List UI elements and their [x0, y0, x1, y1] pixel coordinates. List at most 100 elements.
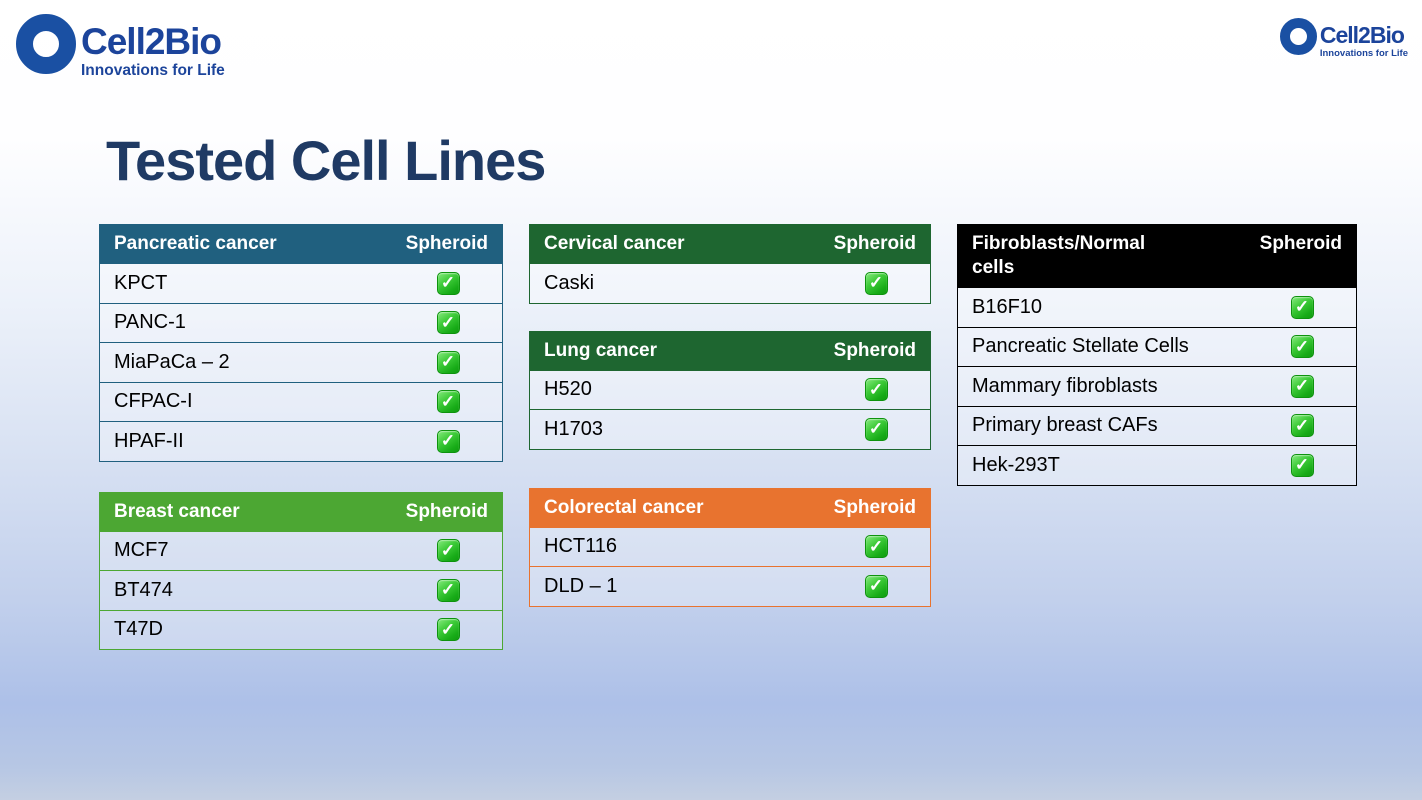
cell-line-name: B16F10 — [972, 295, 1043, 318]
spheroid-cell — [408, 390, 488, 414]
checkmark-icon — [864, 417, 888, 441]
spheroid-cell — [1262, 453, 1342, 477]
spheroid-cell — [408, 618, 488, 642]
checkmark-icon — [1290, 335, 1314, 359]
checkmark-icon — [436, 311, 460, 335]
logo-brand-text: Cell2Bio — [1319, 22, 1405, 48]
table-header-label: Colorectal cancer — [544, 496, 704, 518]
table-row: T47D — [100, 609, 502, 650]
checkmark-icon — [1290, 295, 1314, 319]
table-row: MCF7 — [100, 530, 502, 571]
checkmark-icon — [864, 535, 888, 559]
checkmark-icon — [1290, 453, 1314, 477]
spheroid-cell — [408, 350, 488, 374]
cell2bio-o-icon — [1279, 18, 1317, 55]
table-row: PANC-1 — [100, 302, 502, 343]
spheroid-cell — [836, 417, 916, 441]
table-row: HCT116 — [530, 526, 930, 567]
cell2bio-o-icon — [16, 14, 76, 74]
column-2: Cervical cancerSpheroidCaskiLung cancerS… — [529, 224, 931, 607]
checkmark-icon — [436, 618, 460, 642]
table-row: Caski — [530, 263, 930, 303]
checkmark-icon — [1290, 374, 1314, 398]
cell-line-name: Primary breast CAFs — [972, 414, 1158, 437]
table-header-spheroid: Spheroid — [833, 339, 916, 361]
table-fibroblasts: Fibroblasts/Normal cells SpheroidB16F10Pa… — [957, 224, 1357, 486]
table-row: Pancreatic Stellate Cells — [958, 326, 1356, 367]
logo-tagline-text: Innovations for Life — [81, 62, 225, 79]
cell-line-name: HCT116 — [544, 535, 617, 558]
cell2bio-logo-top-right: Cell2Bio Innovations for Life — [1279, 18, 1408, 60]
table-header-label: Lung cancer — [544, 339, 657, 361]
table-header-spheroid: Spheroid — [833, 496, 916, 518]
table-header-spheroid: Spheroid — [833, 233, 916, 254]
page-title: Tested Cell Lines — [106, 129, 546, 192]
table-row: Primary breast CAFs — [958, 405, 1356, 446]
table-breast: Breast cancerSpheroidMCF7BT474T47D — [99, 491, 503, 650]
table-row: KPCT — [100, 263, 502, 303]
table-header-spheroid: Spheroid — [1259, 233, 1342, 254]
spheroid-cell — [408, 539, 488, 563]
checkmark-icon — [864, 378, 888, 402]
table-row: H1703 — [530, 409, 930, 449]
table-header: Cervical cancer Spheroid — [530, 225, 930, 263]
cell-line-name: H1703 — [544, 417, 603, 440]
spheroid-cell — [836, 378, 916, 402]
cell2bio-logo-top-left: Cell2Bio Innovations for Life — [16, 14, 225, 81]
checkmark-icon — [436, 539, 460, 563]
cell-line-name: KPCT — [114, 271, 168, 294]
cell-line-name: HPAF-II — [114, 429, 184, 452]
spheroid-cell — [408, 429, 488, 453]
checkmark-icon — [436, 429, 460, 453]
table-row: CFPAC-I — [100, 381, 502, 422]
cell-line-name: CFPAC-I — [114, 390, 193, 413]
table-row: MiaPaCa – 2 — [100, 342, 502, 382]
table-row: DLD – 1 — [530, 566, 930, 606]
table-header-label: Fibroblasts/Normal cells — [972, 233, 1146, 278]
cell-line-name: T47D — [114, 618, 163, 641]
table-lung: Lung cancer SpheroidH520H1703 — [529, 330, 931, 450]
table-header: Pancreatic cancer Spheroid — [100, 225, 502, 263]
cell-line-name: H520 — [544, 378, 592, 401]
table-row: BT474 — [100, 570, 502, 610]
table-header: Fibroblasts/Normal cells Spheroid — [958, 225, 1356, 287]
checkmark-icon — [864, 271, 888, 295]
table-row: B16F10 — [958, 287, 1356, 327]
spheroid-cell — [836, 574, 916, 598]
table-row: Mammary fibroblasts — [958, 366, 1356, 406]
column-3: Fibroblasts/Normal cells SpheroidB16F10Pa… — [957, 224, 1357, 486]
table-header-spheroid: Spheroid — [405, 500, 488, 522]
spheroid-cell — [408, 311, 488, 335]
cell-line-name: PANC-1 — [114, 311, 186, 334]
cell-line-name: MiaPaCa – 2 — [114, 350, 230, 373]
table-row: H520 — [530, 369, 930, 410]
checkmark-icon — [1290, 414, 1314, 438]
cell-line-name: MCF7 — [114, 539, 169, 562]
checkmark-icon — [436, 350, 460, 374]
checkmark-icon — [864, 574, 888, 598]
logo-text-block: Cell2Bio Innovations for Life — [1319, 18, 1408, 60]
cell-line-name: Caski — [544, 271, 595, 294]
table-header-spheroid: Spheroid — [405, 233, 488, 254]
column-1: Pancreatic cancerSpheroidKPCTPANC-1MiaPa… — [99, 224, 503, 650]
logo-brand-text: Cell2Bio — [81, 21, 222, 62]
table-header-label: Pancreatic cancer — [114, 233, 277, 254]
table-header: Colorectal cancer Spheroid — [530, 488, 930, 527]
table-header: Lung cancer Spheroid — [530, 331, 930, 370]
table-row: HPAF-II — [100, 421, 502, 461]
spheroid-cell — [1262, 374, 1342, 398]
logo-text-block: Cell2Bio Innovations for Life — [81, 14, 225, 81]
spheroid-cell — [836, 271, 916, 295]
spheroid-cell — [408, 578, 488, 602]
cell-line-name: Hek-293T — [972, 453, 1060, 476]
spheroid-cell — [836, 535, 916, 559]
table-colorectal: Colorectal cancer SpheroidHCT116DLD – 1 — [529, 487, 931, 607]
table-header-label: Cervical cancer — [544, 233, 685, 254]
table-row: Hek-293T — [958, 445, 1356, 485]
spheroid-cell — [1262, 414, 1342, 438]
cell-line-name: BT474 — [114, 578, 173, 601]
tables-area: Pancreatic cancerSpheroidKPCTPANC-1MiaPa… — [99, 224, 1357, 650]
